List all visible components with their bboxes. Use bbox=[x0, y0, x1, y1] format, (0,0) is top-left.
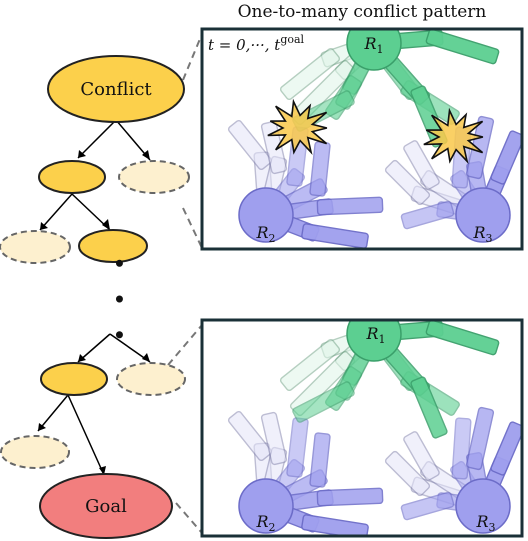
robot-label-3: R3 bbox=[472, 223, 492, 245]
robot-2-arm-link bbox=[316, 196, 384, 216]
robot-labels: R1 R2 R3 R1 R2 R3 bbox=[255, 34, 495, 534]
robot-1-arm-link bbox=[425, 29, 500, 65]
robot-3-arm-link bbox=[403, 431, 440, 481]
pruned-node bbox=[116, 362, 186, 396]
robot-label-3: R3 bbox=[475, 512, 495, 534]
top-panel-border bbox=[200, 27, 524, 251]
bottom-panel bbox=[200, 318, 524, 538]
pruned-node bbox=[0, 230, 71, 264]
robot-3-base bbox=[455, 478, 511, 534]
top-panel-robot-arms bbox=[227, 29, 522, 249]
robot-2-arm-link bbox=[301, 514, 369, 536]
bottom-panel-border bbox=[200, 318, 524, 538]
robot-1-arm-link bbox=[279, 47, 341, 101]
time-range-label: t = 0,···, tgoal bbox=[208, 33, 305, 54]
robot-label-2: R2 bbox=[255, 223, 275, 245]
robot-2-base bbox=[238, 187, 294, 243]
tree-ellipsis: • • • bbox=[107, 257, 131, 349]
robot-1-arm-link bbox=[279, 338, 341, 392]
robot-label-2: R2 bbox=[255, 512, 275, 534]
robot-1-base bbox=[346, 320, 402, 362]
expanded-node bbox=[78, 229, 148, 263]
expanded-node bbox=[38, 160, 106, 194]
top-panel: t = 0,···, tgoal bbox=[200, 27, 524, 251]
conflict-burst-icon bbox=[267, 98, 328, 155]
pruned-node bbox=[118, 160, 190, 194]
conflict-burst-icon bbox=[423, 107, 484, 164]
robot-3-arm-link bbox=[384, 450, 431, 497]
robot-1-base bbox=[346, 29, 402, 71]
bottom-panel-robot-arms bbox=[227, 320, 522, 536]
robot-3-arm-link bbox=[384, 159, 431, 206]
robot-3-arm-link bbox=[400, 200, 455, 230]
robot-label-1: R1 bbox=[363, 34, 383, 56]
robot-2-arm-link bbox=[316, 487, 384, 507]
robot-2-arm-link bbox=[227, 410, 273, 462]
expanded-node bbox=[40, 362, 108, 396]
robot-3-arm-link bbox=[465, 406, 495, 471]
robot-1-arm-link bbox=[292, 381, 355, 423]
zoom-guides bbox=[167, 33, 203, 534]
diagram-title: One-to-many conflict pattern bbox=[238, 2, 487, 22]
robot-2-arm-link bbox=[227, 119, 273, 171]
robot-label-1: R1 bbox=[365, 324, 385, 346]
robot-1-arm-link bbox=[410, 376, 448, 439]
search-tree: Conflict • • • Goal bbox=[0, 55, 190, 539]
robot-2-arm-link bbox=[301, 223, 369, 249]
robot-2-base bbox=[238, 478, 294, 534]
robot-2-arm-link bbox=[260, 411, 288, 466]
robot-3-arm-link bbox=[451, 417, 472, 480]
robot-3-arm-link bbox=[403, 140, 440, 190]
robot-3-arm-link bbox=[400, 491, 455, 521]
robot-3-arm-link bbox=[490, 421, 522, 476]
robot-3-base bbox=[455, 187, 511, 243]
conflict-node bbox=[47, 55, 185, 123]
conflict-node-label: Conflict bbox=[80, 79, 152, 100]
robot-2-arm-link bbox=[309, 432, 331, 488]
goal-node bbox=[39, 473, 173, 539]
robot-1-arm-link bbox=[425, 320, 500, 356]
goal-node-label: Goal bbox=[85, 496, 127, 517]
pruned-node bbox=[0, 435, 70, 469]
robot-3-arm-link bbox=[490, 130, 522, 185]
